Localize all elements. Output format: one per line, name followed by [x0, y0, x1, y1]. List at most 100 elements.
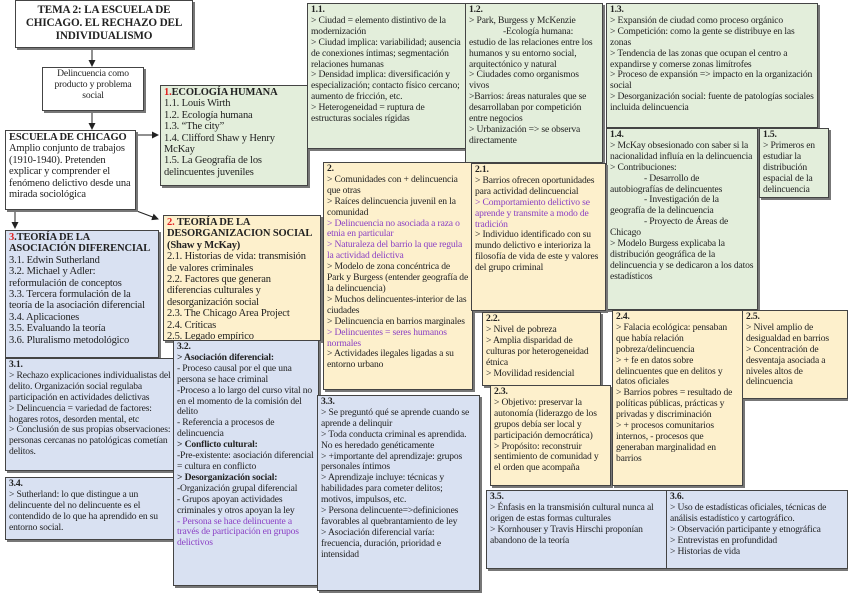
box-line: > Raíces delincuencia juvenil en la comu…	[327, 195, 456, 218]
box-line: > Delincuencia en barrios marginales	[327, 315, 465, 327]
box-line: > Persona delincuente=>definiciones favo…	[321, 505, 459, 527]
box-b1-4: 1.4.> McKay obsesionado con saber si la …	[606, 128, 758, 310]
box-line: Amplio conjunto de trabajos (1910-1940).…	[9, 143, 131, 201]
box-line: > Sutherland: lo que distingue a un deli…	[9, 488, 158, 533]
box-line: > Comportamiento delictivo se aprende y …	[475, 196, 590, 230]
box-line: > Comunidades con + delincuencia que otr…	[327, 173, 458, 196]
box-line: > Delincuencia = variedad de factores: h…	[9, 402, 152, 425]
box-line: Chicago	[610, 227, 641, 239]
box-heading: 1.2.	[469, 4, 599, 16]
heading-text: 2.4.	[616, 311, 630, 322]
box-line: > Muchos delincuentes-interior de las ci…	[327, 293, 467, 316]
box-line: > Conclusión de sus propias observacione…	[9, 424, 171, 458]
box-line: > Expansión de ciudad como proceso orgán…	[610, 14, 784, 26]
box-line: > Primeros en estudiar la distribución e…	[763, 139, 815, 195]
box-line: > Densidad implica: diversificación y es…	[311, 69, 460, 103]
box-heading: 3.4.	[9, 478, 171, 490]
main-title: TEMA 2: LA ESCUELA DE CHICAGO. EL RECHAZ…	[15, 0, 193, 48]
box-line: - Proceso causal por el que una persona …	[177, 362, 292, 385]
heading-text: 3.6.	[670, 491, 684, 502]
box-line: -Organización grupal diferencial	[177, 482, 298, 494]
box-line: - Persona se hace delincuente a través d…	[177, 515, 299, 549]
box-heading: 2.4.	[616, 311, 739, 323]
box-line: > Propósito: reconstruir sentimiento de …	[494, 440, 599, 474]
heading-text: .TEORÍA DE LA ASOCIACIÓN DIFERENCIAL	[9, 232, 151, 255]
box-line: 3.4. Aplicaciones	[9, 311, 80, 323]
box-b3-5: 3.5.> Énfasis en la transmisión cultural…	[486, 490, 667, 569]
box-line: > Observación participante y etnográfica	[670, 523, 821, 535]
heading-text: 1.4.	[610, 129, 624, 140]
box-heading: 1.3.	[610, 4, 814, 16]
box-line: > Objetivo: preservar la autonomía (lide…	[494, 396, 597, 441]
arrow-escuela-to-desorganizacion	[133, 209, 159, 221]
box-heading: 1.5.	[763, 129, 825, 141]
box-line: 3.3. Tercera formulación de la teoría de…	[9, 289, 145, 312]
heading-text: ECOLOGÍA HUMANA	[171, 87, 278, 98]
heading-number: 1.	[164, 87, 172, 98]
box-line: > Desorganización social: fuente de pato…	[610, 91, 814, 114]
box-line: > Rechazo explicaciones individualistas …	[9, 369, 171, 403]
box-line: > Asociación diferencial varía: frecuenc…	[321, 526, 441, 560]
box-line: 3.2. Michael y Adler: reformulación de c…	[9, 266, 122, 289]
heading-text: 2.3.	[494, 386, 508, 397]
heading-number: 3	[9, 232, 15, 243]
box-line: > + procesos comunitarios internos, - pr…	[616, 420, 716, 464]
box-line: -Proceso a lo largo del curso vital no e…	[177, 384, 313, 418]
box-line: > McKay obsesionado con saber si la naci…	[610, 139, 753, 162]
box-line: 2.1. Historias de vida: transmisión de v…	[167, 251, 306, 274]
box-line: 2.5. Legado empírico	[167, 331, 254, 343]
box-line: > Ciudad = elemento distintivo de la mod…	[311, 14, 446, 37]
heading-text: 1.1.	[311, 4, 325, 15]
box-heading: 2.1.	[475, 164, 602, 176]
box-heading: 1.4.	[610, 129, 754, 141]
box-line: > Barrios ofrecen oportunidades para act…	[475, 174, 595, 197]
box-line: - Proyecto de Áreas de	[644, 216, 729, 228]
box-line: > Tendencia de las zonas que ocupan el c…	[610, 47, 788, 70]
box-line: > Competición: como la gente se distribu…	[610, 25, 795, 48]
box-line: 1.5. La Geografía de los delincuentes ju…	[164, 155, 262, 178]
box-line: -Ecología humana:	[503, 25, 574, 37]
box-heading: 1.1.	[311, 4, 462, 16]
box-line: > Nivel de pobreza	[486, 323, 557, 335]
box-line: 3.6. Pluralismo metodológico	[9, 334, 130, 346]
box-line: 1.3. “The city”	[164, 121, 225, 133]
box-line: > Modelo Burgess explicaba la distribuci…	[610, 238, 754, 282]
box-line: autobiografías de delincuentes	[610, 183, 723, 195]
box-line: > + fe en datos sobre delincuentes que e…	[616, 354, 723, 388]
box-line: Delincuencia como producto y problema so…	[54, 68, 132, 101]
box-b2-2: 2.2.> Nivel de pobreza> Amplia disparida…	[482, 312, 601, 386]
box-line: > Toda conducta criminal es aprendida. N…	[321, 428, 467, 451]
box-line: > Delincuencia no asociada a raza o etni…	[327, 217, 460, 240]
box-heading: 3.1.	[9, 359, 171, 371]
box-line: > Ciudades como organismos vivos	[469, 69, 579, 92]
box-b3-2: 3.2.> Asociación diferencial:- Proceso c…	[173, 340, 319, 586]
box-b2-5: 2.5.> Nivel amplio de desigualdad en bar…	[742, 310, 848, 399]
box-b2-4: 2.4.> Falacia ecológica: pensaban que ha…	[612, 310, 743, 486]
box-b3-6: 3.6.> Uso de estadísticas oficiales, téc…	[666, 490, 848, 569]
box-line: > Urbanización => se observa directament…	[469, 123, 581, 146]
box-line: > Kornhouser y Travis Hirschi proponían …	[490, 523, 643, 546]
box-b2: 2.> Comunidades con + delincuencia que o…	[323, 162, 473, 390]
box-heading: 3.TEORÍA DE LA ASOCIACIÓN DIFERENCIAL	[9, 232, 155, 255]
box-line: > Modelo de zona concéntrica de Park y B…	[327, 261, 469, 294]
heading-text: 1.3.	[610, 4, 624, 15]
box-desorganizacion: 2. TEORÍA DE LA DESORGANIZACION SOCIAL (…	[163, 215, 321, 343]
box-line: estudio de las relaciones entre los huma…	[469, 36, 593, 70]
box-line: 3.5. Evaluando la teoría	[9, 323, 106, 335]
box-line: > Desorganización social:	[177, 471, 278, 483]
box-line: geografía de la delincuencia	[610, 205, 714, 217]
heading-text: 2.5.	[746, 311, 760, 322]
box-line: > Contribuciones:	[610, 161, 677, 173]
heading-text: 3.2.	[177, 341, 191, 352]
box-line: > Nivel amplio de desigualdad en barrios	[746, 321, 830, 344]
box-heading: 3.5.	[490, 491, 663, 503]
box-heading: ESCUELA DE CHICAGO	[9, 132, 132, 143]
box-line: 2.2. Factores que generan diferencias cu…	[167, 274, 271, 308]
box-b1-5: 1.5.> Primeros en estudiar la distribuci…	[759, 128, 829, 198]
box-heading: 3.2.	[177, 341, 315, 353]
heading-text: 2.	[327, 163, 334, 174]
heading-text: 3.3.	[321, 396, 335, 407]
box-line: > Énfasis en la transmisión cultural nun…	[490, 501, 654, 524]
